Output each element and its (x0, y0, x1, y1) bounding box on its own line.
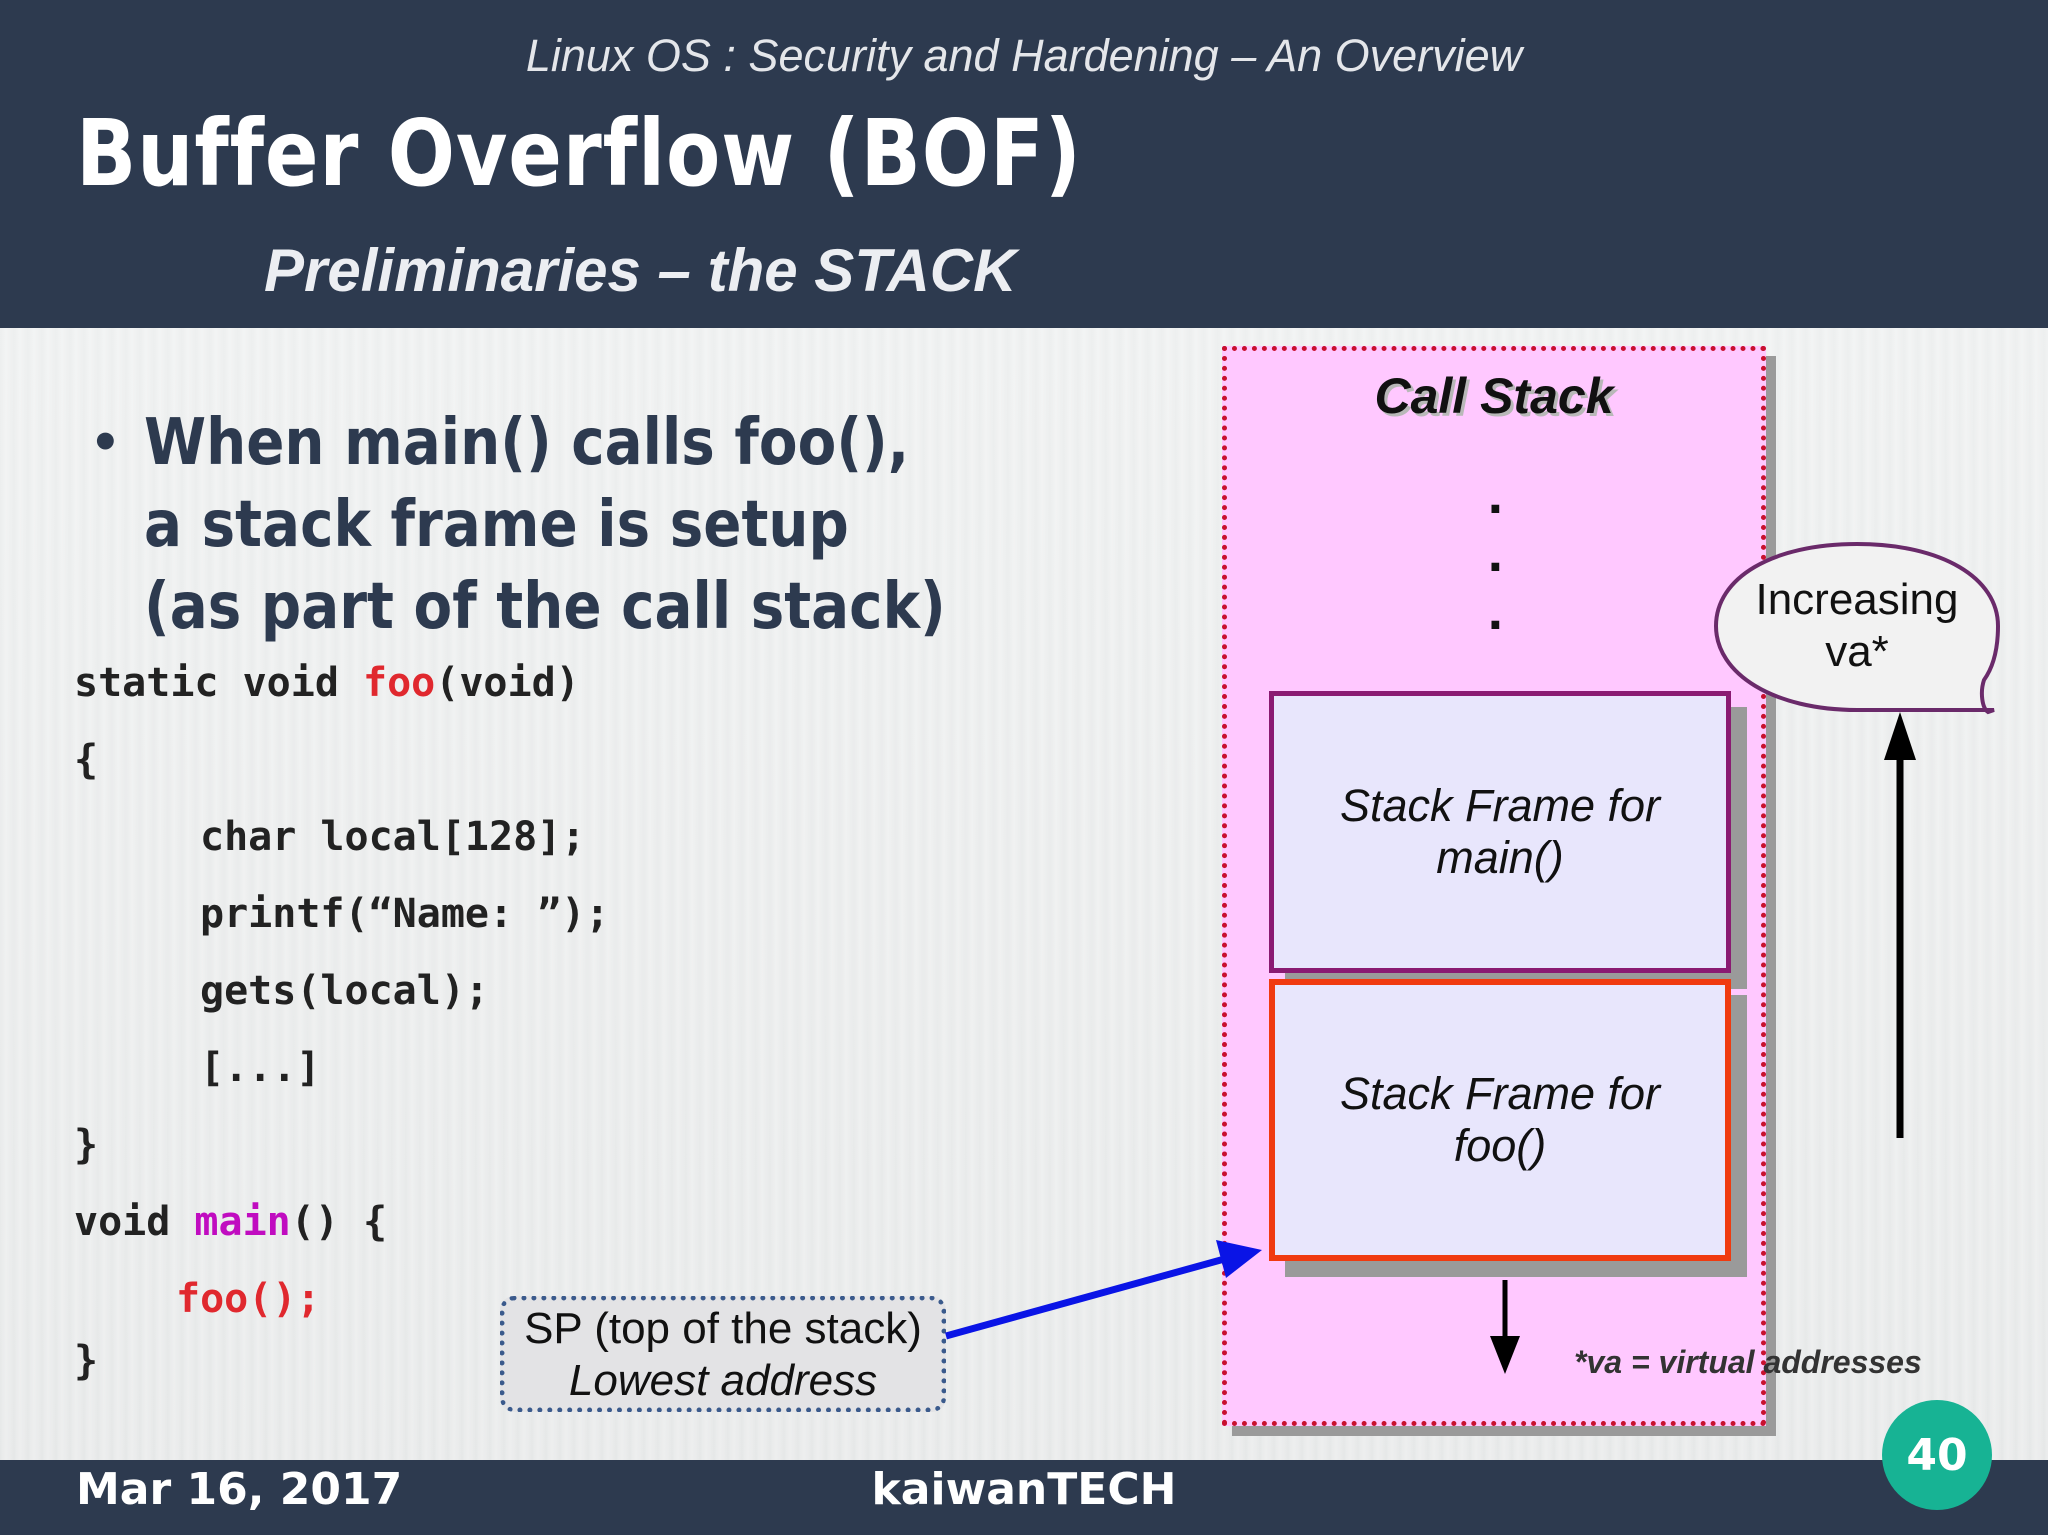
ellipsis-dot: · (1487, 542, 1504, 593)
stack-frame-main-func: main() (1436, 832, 1564, 883)
stack-frame-foo-func: foo() (1453, 1120, 1547, 1171)
va-footnote: *va = virtual addresses (1574, 1344, 1922, 1380)
sp-callout: SP (top of the stack) Lowest address (500, 1296, 946, 1412)
bullet-line-3: (as part of the call stack) (144, 570, 946, 644)
code-line-printf: printf(“Name: ”); (200, 891, 610, 937)
slide-subtitle: Preliminaries – the STACK (264, 237, 1017, 304)
ellipsis-dot: · (1487, 484, 1504, 535)
code-line-open-brace: { (74, 737, 99, 783)
up-arrow-icon (1884, 712, 1916, 1138)
code-line-local: char local[128]; (200, 814, 586, 860)
slide-header: Linux OS : Security and Hardening – An O… (0, 0, 2048, 328)
call-stack: Call Stack · · · Stack Frame for main() … (1222, 346, 1766, 1426)
ellipsis-dots: · · · (1487, 481, 1504, 655)
code-token: (void) (435, 660, 580, 706)
stack-frame-main-label: Stack Frame for (1339, 780, 1661, 831)
increasing-va-label: Increasing va* (1722, 574, 1992, 678)
sp-callout-line1: SP (top of the stack) (524, 1304, 922, 1353)
footer-brand: kaiwanTECH (871, 1464, 1177, 1515)
bullet-point: • When main() calls foo(), a stack frame… (90, 402, 950, 648)
bullet-marker: • (90, 415, 121, 471)
code-token: void (74, 1199, 195, 1245)
code-token-main: main (194, 1199, 291, 1245)
code-line-ellipsis: [...] (200, 1045, 321, 1091)
slide-footer (0, 1460, 2048, 1535)
code-line-main-decl: void main() { (74, 1199, 387, 1245)
ellipsis-dot: · (1487, 600, 1504, 651)
code-line-main-close: } (74, 1338, 99, 1384)
code-token-foo: foo (362, 660, 436, 706)
code-line-close-brace: } (74, 1122, 99, 1168)
bullet-line-2: a stack frame is setup (144, 488, 849, 562)
sp-callout-line2: Lowest address (568, 1356, 878, 1405)
footer-date: Mar 16, 2017 (76, 1464, 403, 1515)
stack-frame-main: Stack Frame for main() (1269, 691, 1731, 973)
code-token: static void (74, 660, 363, 706)
bullet-line-1: When main() calls foo(), (144, 406, 910, 480)
deck-title: Linux OS : Security and Hardening – An O… (525, 30, 1523, 81)
increasing-va-line1: Increasing (1755, 575, 1959, 624)
slide-number-badge: 40 (1882, 1400, 1992, 1510)
call-stack-title: Call Stack (1374, 368, 1614, 424)
increasing-va-line2: va* (1825, 627, 1889, 676)
slide-title: Buffer Overflow (BOF) (76, 100, 1082, 207)
stack-frame-foo-label: Stack Frame for (1339, 1068, 1661, 1119)
code-line-gets: gets(local); (200, 968, 489, 1014)
code-token: () { (290, 1199, 388, 1245)
code-line-foo-decl: static void foo(void) (74, 660, 580, 706)
down-arrow-icon (1490, 1280, 1520, 1374)
code-line-foo-call: foo(); (176, 1276, 321, 1322)
stack-frame-foo: Stack Frame for foo() (1269, 979, 1731, 1261)
speech-bubble-icon (1713, 541, 2001, 715)
